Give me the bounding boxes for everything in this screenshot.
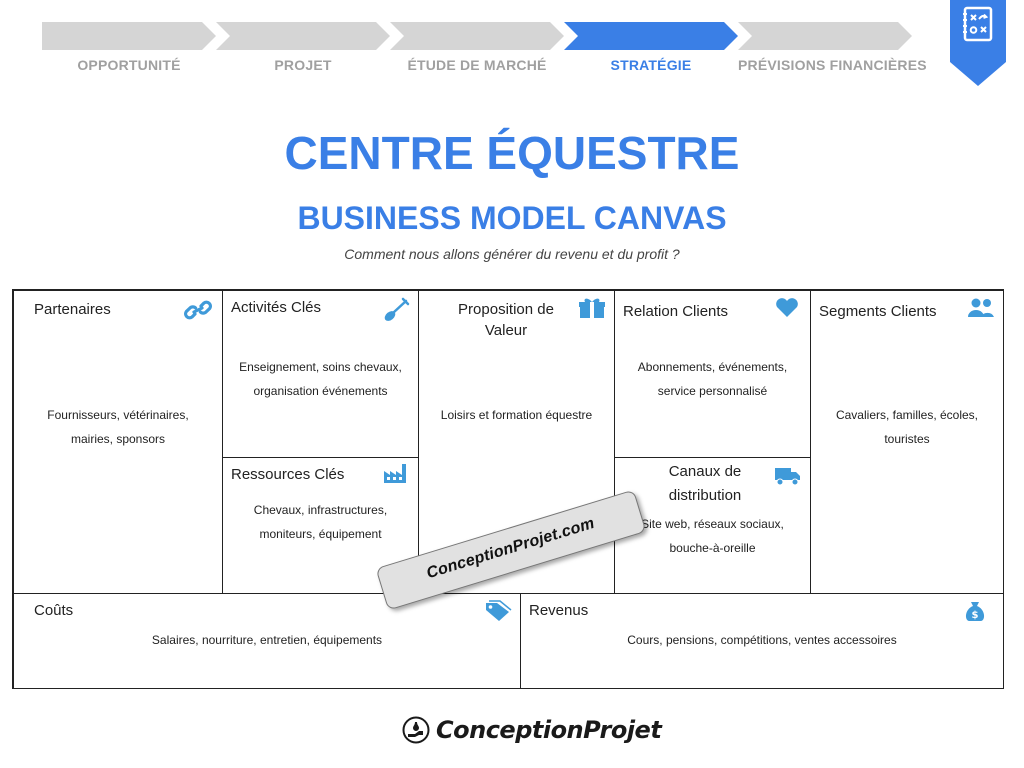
cell-title: Segments Clients	[819, 303, 937, 320]
cell-line: Chevaux, infrastructures,	[253, 503, 388, 517]
cell-line: Cours, pensions, compétitions, ventes ac…	[627, 633, 897, 647]
strategy-board-icon	[963, 6, 993, 42]
cell-line: Abonnements, événements,	[637, 360, 788, 374]
cell-body: Salaires, nourriture, entretien, équipem…	[22, 628, 512, 652]
heart-icon	[774, 297, 800, 319]
cell-title: Activités Clés	[231, 299, 322, 316]
step-previsions-financieres[interactable]: PRÉVISIONS FINANCIÈRES	[738, 22, 927, 82]
step-label: ÉTUDE DE MARCHÉ	[407, 57, 547, 73]
cell-line: bouche-à-oreille	[669, 541, 756, 555]
cell-relation-clients[interactable]: Relation Clients Abonnements, événements…	[614, 290, 811, 458]
step-label: OPPORTUNITÉ	[77, 57, 181, 73]
cell-line: touristes	[884, 432, 930, 446]
shovel-icon	[382, 297, 410, 321]
cell-title: Relation Clients	[623, 303, 729, 320]
footer-logo[interactable]: ConceptionProjet	[402, 714, 662, 748]
step-arrow	[738, 22, 912, 50]
cell-title: Partenaires	[34, 301, 111, 318]
cell-line: moniteurs, équipement	[259, 527, 382, 541]
money-bag-icon: $	[963, 600, 989, 622]
cell-revenus[interactable]: Revenus $ Cours, pensions, compétitions,…	[520, 593, 1004, 689]
price-tag-icon	[484, 600, 512, 622]
cell-activites-cles[interactable]: Activités Clés Enseignement, soins cheva…	[222, 290, 419, 458]
chain-link-icon	[184, 299, 212, 321]
cell-body: Site web, réseaux sociaux, bouche-à-orei…	[623, 512, 802, 560]
cell-canaux-de-distribution[interactable]: Canaux de distribution Site web, réseaux…	[614, 457, 811, 594]
users-icon	[967, 297, 994, 319]
cell-line: Loisirs et formation équestre	[440, 408, 593, 422]
cell-body: Loisirs et formation équestre	[427, 403, 606, 427]
cell-title-line: Proposition de	[458, 301, 554, 318]
svg-text:$: $	[972, 610, 979, 621]
cell-body: Cours, pensions, compétitions, ventes ac…	[529, 628, 995, 652]
factory-icon	[382, 462, 408, 484]
cell-line: Site web, réseaux sociaux,	[641, 517, 784, 531]
cell-title-line: Valeur	[484, 322, 528, 339]
step-label: STRATÉGIE	[610, 57, 692, 73]
brand-wordmark: ConceptionProjet	[436, 716, 662, 744]
tagline: Comment nous allons générer du revenu et…	[344, 246, 680, 262]
cell-line: Cavaliers, familles, écoles,	[835, 408, 979, 422]
cell-body: Fournisseurs, vétérinaires, mairies, spo…	[22, 403, 214, 451]
cell-partenaires[interactable]: Partenaires Fournisseurs, vétérinaires, …	[13, 290, 223, 594]
business-model-canvas: Partenaires Fournisseurs, vétérinaires, …	[12, 289, 1004, 689]
strategy-bookmark[interactable]	[950, 0, 1006, 86]
cell-title: Ressources Clés	[231, 466, 345, 483]
canvas-title: BUSINESS MODEL CANVAS	[297, 200, 727, 236]
cell-title-line: distribution	[668, 487, 742, 504]
step-opportunite[interactable]: OPPORTUNITÉ	[42, 22, 216, 82]
cell-line: service personnalisé	[657, 384, 768, 398]
step-label: PROJET	[274, 57, 332, 73]
cell-body: Abonnements, événements, service personn…	[623, 355, 802, 403]
gift-icon	[578, 297, 605, 319]
brand-logo-icon	[402, 716, 430, 744]
step-arrow	[564, 22, 738, 50]
step-projet[interactable]: PROJET	[216, 22, 390, 82]
cell-title: Coûts	[34, 602, 74, 619]
step-arrow	[390, 22, 564, 50]
cell-body: Chevaux, infrastructures, moniteurs, équ…	[231, 498, 410, 546]
step-strategie[interactable]: STRATÉGIE	[564, 22, 738, 82]
cell-line: Enseignement, soins chevaux,	[239, 360, 402, 374]
truck-icon	[774, 466, 800, 488]
progress-stepper: OPPORTUNITÉ PROJET ÉTUDE DE MARCHÉ STRAT…	[42, 22, 942, 82]
cell-title: Proposition de Valeur	[441, 299, 571, 341]
step-label: PRÉVISIONS FINANCIÈRES	[738, 57, 927, 73]
cell-segments-clients[interactable]: Segments Clients Cavaliers, familles, éc…	[810, 290, 1004, 594]
cell-title: Revenus	[529, 602, 589, 619]
step-arrow	[42, 22, 216, 50]
step-arrow	[216, 22, 390, 50]
cell-body: Cavaliers, familles, écoles, touristes	[819, 403, 995, 451]
cell-line: Salaires, nourriture, entretien, équipem…	[151, 633, 383, 647]
step-etude-de-marche[interactable]: ÉTUDE DE MARCHÉ	[390, 22, 564, 82]
cell-couts[interactable]: Coûts Salaires, nourriture, entretien, é…	[13, 593, 521, 689]
cell-body: Enseignement, soins chevaux, organisatio…	[231, 355, 410, 403]
cell-line: Fournisseurs, vétérinaires,	[47, 408, 189, 422]
cell-title-line: Canaux de	[668, 463, 742, 480]
cell-line: organisation événements	[253, 384, 388, 398]
page-title: CENTRE ÉQUESTRE	[284, 127, 740, 179]
cell-line: mairies, sponsors	[70, 432, 166, 446]
cell-title: Canaux de distribution	[635, 460, 775, 508]
